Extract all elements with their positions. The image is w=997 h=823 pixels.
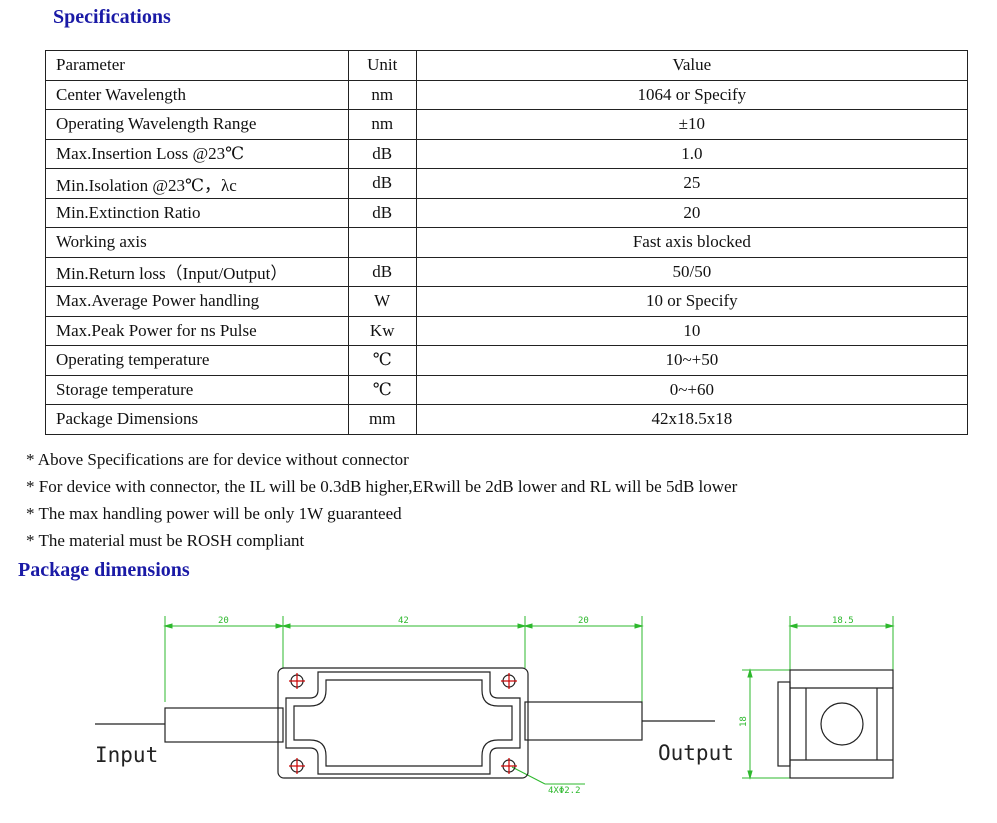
- cell-parameter: Max.Average Power handling: [45, 286, 349, 317]
- cell-unit: dB: [347, 138, 417, 169]
- cell-value: 0~+60: [415, 374, 969, 405]
- table-row: Working axis Fast axis blocked: [45, 227, 969, 258]
- cell-parameter: Max.Peak Power for ns Pulse: [45, 315, 349, 346]
- cell-unit: mm: [347, 404, 417, 435]
- cell-parameter: Min.Return loss（Input/Output）: [45, 256, 349, 287]
- dim-right-label: 20: [578, 616, 589, 626]
- cell-parameter: Operating Wavelength Range: [45, 109, 349, 140]
- cell-value: 50/50: [415, 256, 969, 287]
- cell-value: ±10: [415, 109, 969, 140]
- cell-value: 10: [415, 315, 969, 346]
- input-label: Input: [95, 743, 158, 767]
- note-item: * The material must be ROSH compliant: [26, 531, 305, 550]
- cell-parameter: Min.Isolation @23℃，λc: [45, 168, 349, 199]
- cell-parameter: Package Dimensions: [45, 404, 349, 435]
- note-item: * Above Specifications are for device wi…: [26, 450, 409, 469]
- note-item: * For device with connector, the IL will…: [26, 477, 738, 496]
- cell-parameter: Operating temperature: [45, 345, 349, 376]
- cell-value: 10~+50: [415, 345, 969, 376]
- header-value: Value: [415, 50, 969, 81]
- holes-label: 4XΦ2.2: [548, 786, 581, 796]
- cell-unit: nm: [347, 79, 417, 110]
- dim-left-label: 20: [218, 616, 229, 626]
- cell-value: 1064 or Specify: [415, 79, 969, 110]
- cell-parameter: Min.Extinction Ratio: [45, 197, 349, 228]
- cell-unit: ℃: [347, 345, 417, 376]
- cell-parameter: Storage temperature: [45, 374, 349, 405]
- cell-unit: dB: [347, 256, 417, 287]
- cell-unit: nm: [347, 109, 417, 140]
- cell-value: 10 or Specify: [415, 286, 969, 317]
- package-drawing: 20 42 20 18.5 18 4XΦ2.2 Input: [95, 616, 895, 796]
- cell-unit: [347, 227, 417, 258]
- cell-unit: ℃: [347, 374, 417, 405]
- cell-unit: dB: [347, 168, 417, 199]
- cell-value: 20: [415, 197, 969, 228]
- output-label: Output: [658, 741, 734, 765]
- notes-list: * Above Specifications are for device wi…: [26, 446, 737, 554]
- cell-parameter: Max.Insertion Loss @23℃: [45, 138, 349, 169]
- specifications-heading: Specifications: [53, 6, 171, 28]
- cell-unit: W: [347, 286, 417, 317]
- dim-height-label: 18: [739, 716, 749, 727]
- cell-value: 1.0: [415, 138, 969, 169]
- header-parameter: Parameter: [45, 50, 349, 81]
- dim-width-label: 18.5: [832, 616, 854, 626]
- dim-body-label: 42: [398, 616, 409, 626]
- cell-parameter: Working axis: [45, 227, 349, 258]
- cell-value: Fast axis blocked: [415, 227, 969, 258]
- note-item: * The max handling power will be only 1W…: [26, 504, 402, 523]
- cell-value: 42x18.5x18: [415, 404, 969, 435]
- table-header-row: Parameter Unit Value: [45, 50, 969, 81]
- cell-unit: Kw: [347, 315, 417, 346]
- cell-parameter: Center Wavelength: [45, 79, 349, 110]
- cell-value: 25: [415, 168, 969, 199]
- header-unit: Unit: [347, 50, 417, 81]
- package-dimensions-heading: Package dimensions: [18, 559, 190, 581]
- cell-unit: dB: [347, 197, 417, 228]
